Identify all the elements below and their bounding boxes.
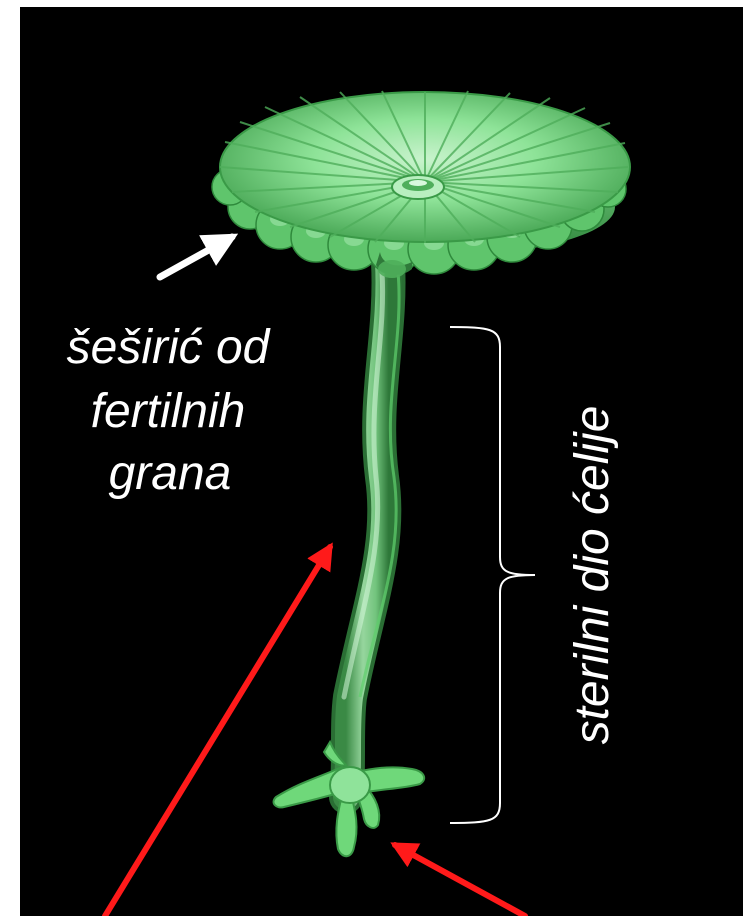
stalk-red-arrow [105, 547, 330, 916]
cap-label-line2: fertilnih [91, 385, 246, 438]
sterile-part-label: sterilni dio ćelije [566, 406, 619, 745]
rhizoid-red-arrow [395, 845, 525, 916]
diagram-frame: šeširić od fertilnih grana sterilni dio … [20, 7, 743, 916]
cap-label-line1: šeširić od [67, 321, 271, 374]
cap-label-line3: grana [109, 447, 232, 500]
sterile-bracket [450, 327, 535, 823]
cap-pointer-arrow [160, 237, 232, 277]
cap-top [220, 91, 630, 243]
acetabularia-diagram: šeširić od fertilnih grana sterilni dio … [20, 7, 743, 916]
stalk [344, 262, 399, 797]
